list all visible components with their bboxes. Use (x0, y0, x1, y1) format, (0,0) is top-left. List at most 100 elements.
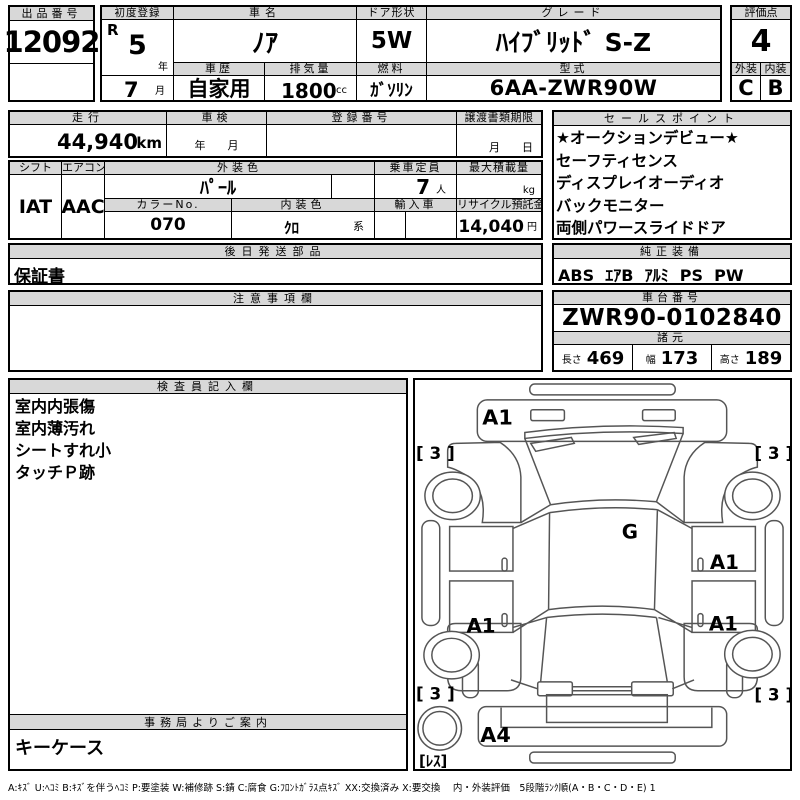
front-left-wheel-mark: [ 3 ] (416, 443, 455, 463)
interior-grade-value: B (767, 76, 784, 100)
int-color-value: ｸﾛ (284, 219, 300, 237)
chassis-box: 車台番号 ZWR90-0102840 諸元 長さ 469 幅 173 高さ 18… (552, 290, 792, 372)
tailgate-damage-mark: A4 (480, 723, 511, 747)
later-parts-label: 後日発送部品 (10, 245, 541, 259)
mileage-row: 走行 車検 登録番号 譲渡書類期限 44,940 km 年 月 月 日 (8, 110, 543, 158)
sales-points-label: セールスポイント (554, 112, 790, 126)
recycle-label: リサイクル預託金 (457, 199, 541, 212)
first-reg-month-suffix: 月 (155, 86, 165, 97)
ext-color-empty (332, 175, 375, 199)
rear-left-wheel-mark: [ 3 ] (416, 684, 455, 704)
rear-left-door-mark: A1 (466, 614, 495, 637)
wiper-right (632, 431, 678, 446)
first-reg-month-cell: 7 月 (102, 76, 174, 100)
rear-left-door (448, 580, 514, 634)
displacement-unit: cc (336, 85, 347, 96)
shaken-label: 車検 (167, 112, 267, 125)
rear-window (546, 605, 657, 619)
color-row: シフト エアコン 外装色 乗車定員 最大積載量 IAT AAC ﾊﾟｰﾙ 7 人… (8, 160, 543, 240)
dimension-width: 幅 173 (633, 345, 712, 371)
door-handle (697, 612, 704, 628)
dimensions-row: 長さ 469 幅 173 高さ 189 (554, 345, 790, 371)
length-label: 長さ (561, 354, 582, 366)
roof (547, 509, 659, 610)
ext-color-label: 外装色 (105, 162, 375, 175)
payload-cell: kg (457, 175, 541, 199)
first-reg-label: 初度登録 (102, 7, 174, 20)
rear-right-door (691, 580, 757, 634)
mileage-label: 走行 (10, 112, 167, 125)
grade-label: グレード (427, 7, 720, 20)
car-diagram: A1 G [ 3 ] [ 3 ] A1 A1 A1 [ 3 ] [ 3 ] A4… (416, 383, 793, 770)
first-reg-year-suffix: 年 (158, 62, 168, 73)
door-shape-label: ドア形状 (357, 7, 427, 20)
door-shape-value: 5W (357, 20, 427, 63)
history-value: 自家用 (174, 76, 265, 100)
spare-tire (417, 705, 463, 751)
inspector-box: 検査員記入欄 室内内張傷 室内薄汚れ シートすれ小 タッチＰ跡 事務局よりご案内… (8, 378, 408, 771)
rear-left-fender (446, 622, 522, 692)
dimension-length: 長さ 469 (554, 345, 633, 371)
inspector-item: タッチＰ跡 (15, 463, 96, 482)
capacity-label: 乗車定員 (375, 162, 457, 175)
auction-number-label: 出品番号 (10, 7, 93, 21)
front-right-door (691, 525, 757, 572)
import-label: 輸入車 (375, 199, 457, 212)
chassis-label: 車台番号 (554, 292, 790, 305)
fuel-label: 燃料 (357, 63, 427, 76)
transfer-label: 譲渡書類期限 (457, 112, 541, 125)
exterior-grade-value: C (732, 76, 761, 100)
front-right-wheel-mark: [ 3 ] (754, 443, 790, 463)
capacity-cell: 7 人 (375, 175, 457, 199)
sales-point-item: バックモニター (556, 196, 665, 215)
inspector-item: シートすれ小 (15, 441, 112, 460)
recycle-value: 14,040 (458, 217, 524, 237)
hood (476, 399, 728, 443)
length-value: 469 (586, 347, 625, 369)
tail-lamp-left (536, 681, 574, 697)
door-handle (501, 557, 508, 572)
auction-number-empty (10, 64, 93, 101)
shift-value: IAT (10, 175, 62, 238)
score-label: 評価点 (732, 7, 790, 20)
rear-panel (545, 693, 669, 724)
model-code-value: 6AA-ZWR90W (489, 76, 658, 100)
height-value: 189 (744, 347, 783, 369)
equipment-label: 純正装備 (554, 245, 790, 259)
front-left-door (448, 525, 514, 572)
grade-value: ﾊｲﾌﾞﾘｯﾄﾞ S-Z (427, 20, 720, 63)
vehicle-header-table: 初度登録 車名 ドア形状 グレード R 5 年 ﾉｱ 5W ﾊｲﾌﾞﾘｯﾄﾞ S… (100, 5, 722, 102)
model-code-label: 型式 (427, 63, 720, 76)
left-sill (421, 519, 441, 627)
chassis-value: ZWR90-0102840 (554, 305, 790, 332)
dimension-height: 高さ 189 (712, 345, 790, 371)
rear-bumper (529, 751, 676, 764)
score-value: 4 (732, 20, 790, 63)
shaken-cell: 年 月 (167, 125, 267, 156)
right-sill (764, 519, 784, 627)
door-handle (697, 557, 704, 572)
tail-lamp-right (630, 681, 674, 697)
score-box: 評価点 4 外装 内装 C B (730, 5, 792, 102)
color-no-label: カラーNo. (105, 199, 232, 212)
auction-number-value: 12092 (4, 21, 100, 64)
displacement-cell: 1800 cc (265, 76, 357, 100)
capacity-value: 7 (416, 175, 430, 199)
width-label: 幅 (645, 354, 656, 366)
transfer-cell: 月 日 (489, 141, 533, 154)
front-right-door-mark: A1 (710, 551, 739, 574)
displacement-label: 排気量 (265, 63, 357, 76)
sales-point-item: ディスプレイオーディオ (556, 174, 725, 192)
door-handle (501, 612, 508, 628)
front-bumper (529, 383, 676, 396)
windshield (524, 433, 684, 506)
exterior-grade-label: 外装 (732, 63, 761, 76)
front-right-fender (683, 441, 759, 524)
ac-value: AAC (62, 175, 105, 238)
notes-label: 注意事項欄 (10, 292, 541, 306)
equipment-value: ABS ｴｱB ｱﾙﾐ PS PW (558, 266, 744, 285)
sales-points-box: セールスポイント ★オークションデビュー★ セーフティセンス ディスプレイオーデ… (552, 110, 792, 240)
inspector-item: 室内薄汚れ (15, 419, 96, 438)
inspector-label: 検査員記入欄 (10, 380, 406, 394)
